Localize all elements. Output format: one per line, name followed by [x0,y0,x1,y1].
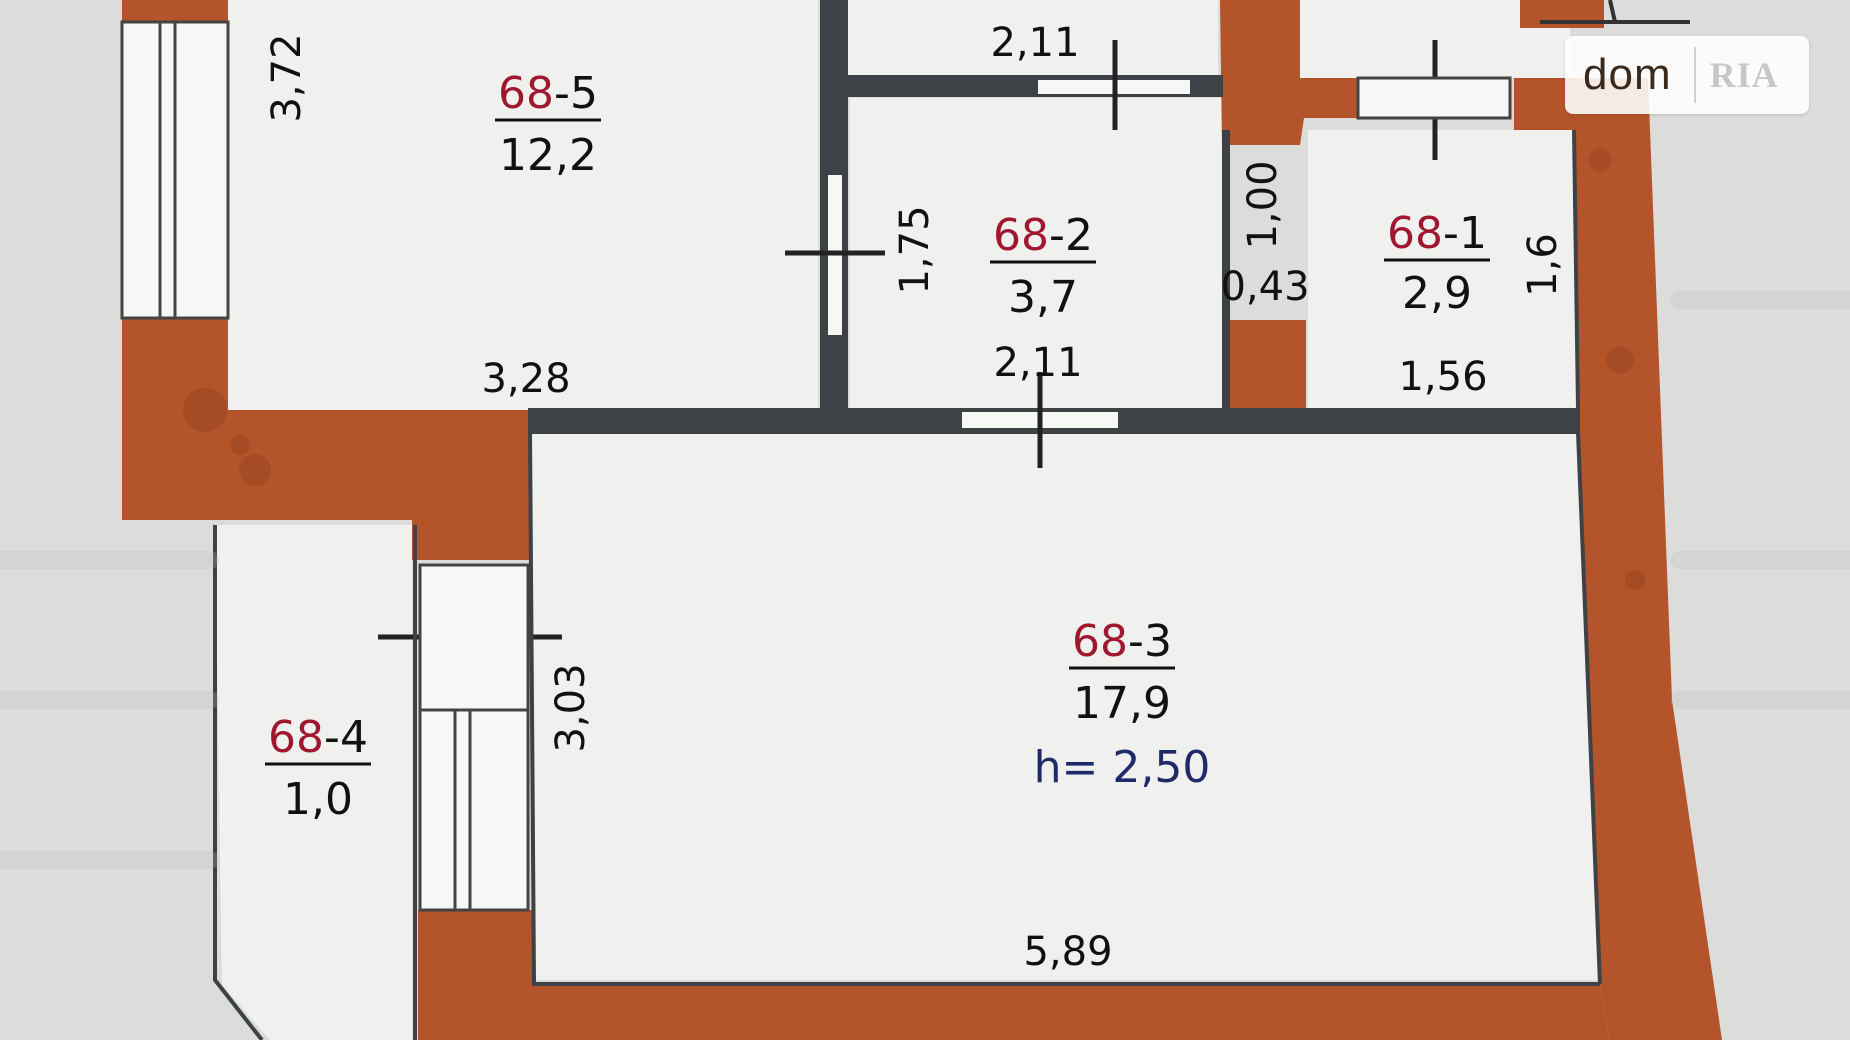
dimension-label: 3,72 [264,33,310,122]
room-code-suffix: 1 [1459,208,1487,259]
svg-text:68-5: 68-5 [498,68,598,119]
room-code-suffix: 4 [340,712,368,763]
wall-texture [183,148,1645,590]
label-68-3: 68-3 17,9 h= 2,50 [1034,616,1211,793]
window-68-4 [418,708,530,912]
room-area: 12,2 [499,130,597,181]
room-code-number: 68 [498,68,554,119]
room-code-suffix: 3 [1144,616,1172,667]
wall-pillar [1230,320,1306,412]
svg-text:68-2: 68-2 [993,210,1093,261]
dimension-label: 5,89 [1023,929,1112,975]
room-code-suffix: 5 [570,68,598,119]
floor-68-4 [215,525,412,1040]
dimension-label: 2,11 [990,20,1079,66]
dimension-labels: 3,72 2,11 1,75 1,00 0,43 1,6 3,28 2,11 1… [264,20,1566,975]
label-68-2: 68-2 3,7 [990,210,1096,323]
room-code-suffix: 2 [1065,210,1093,261]
room-area: 2,9 [1402,268,1472,319]
label-68-4: 68-4 1,0 [265,712,371,825]
wall-top-left [122,0,228,22]
svg-text:68-1: 68-1 [1387,208,1487,259]
wall-left-jog [122,410,530,560]
dimension-label: 2,11 [993,340,1082,386]
room-floors [215,0,1600,1040]
domria-watermark: dom RIA [1565,36,1809,114]
label-68-1: 68-1 2,9 [1384,208,1490,319]
room-area: 1,0 [283,774,353,825]
dimension-label: 1,6 [1520,233,1566,297]
floor-corridor-top [848,0,1218,75]
svg-text:68-3: 68-3 [1072,616,1172,667]
dimension-label: 0,43 [1220,264,1309,310]
watermark-partner: RIA [1709,55,1779,95]
floor-68-1 [1308,130,1578,408]
paper-bleed [0,291,1850,869]
room-outlines [213,129,1602,1040]
floor-68-2 [850,98,1222,410]
wall-right [1514,78,1722,1040]
wall-bottom [418,910,1610,1040]
dimension-label: 1,00 [1240,160,1286,249]
floor-68-5 [228,0,818,410]
label-68-5: 68-5 12,2 [495,68,601,181]
ceiling-height: h= 2,50 [1034,742,1211,793]
dimension-label: 1,56 [1398,354,1487,400]
room-area: 3,7 [1008,272,1078,323]
svg-text:68-4: 68-4 [268,712,368,763]
floor-68-3 [530,432,1600,980]
wall-entry-pier [1220,0,1358,145]
windows [120,20,530,912]
watermark-divider [1693,47,1696,103]
dimension-label: 1,75 [892,205,938,294]
room-code-number: 68 [1387,208,1443,259]
room-code-number: 68 [1072,616,1128,667]
dimension-label: 3,28 [481,356,570,402]
entry-door [1356,0,1690,120]
room-labels: 68-5 12,2 68-2 3,7 68-1 2,9 68-3 17,9 h=… [265,68,1490,825]
doorway-68-4 [418,563,530,712]
dimension-label: 3,03 [548,663,594,752]
partition-68-2-68-1 [1222,130,1230,412]
watermark-brand: dom [1583,50,1672,99]
room-code-number: 68 [268,712,324,763]
room-area: 17,9 [1073,678,1171,729]
room-code-number: 68 [993,210,1049,261]
exterior-walls [122,0,1722,1040]
